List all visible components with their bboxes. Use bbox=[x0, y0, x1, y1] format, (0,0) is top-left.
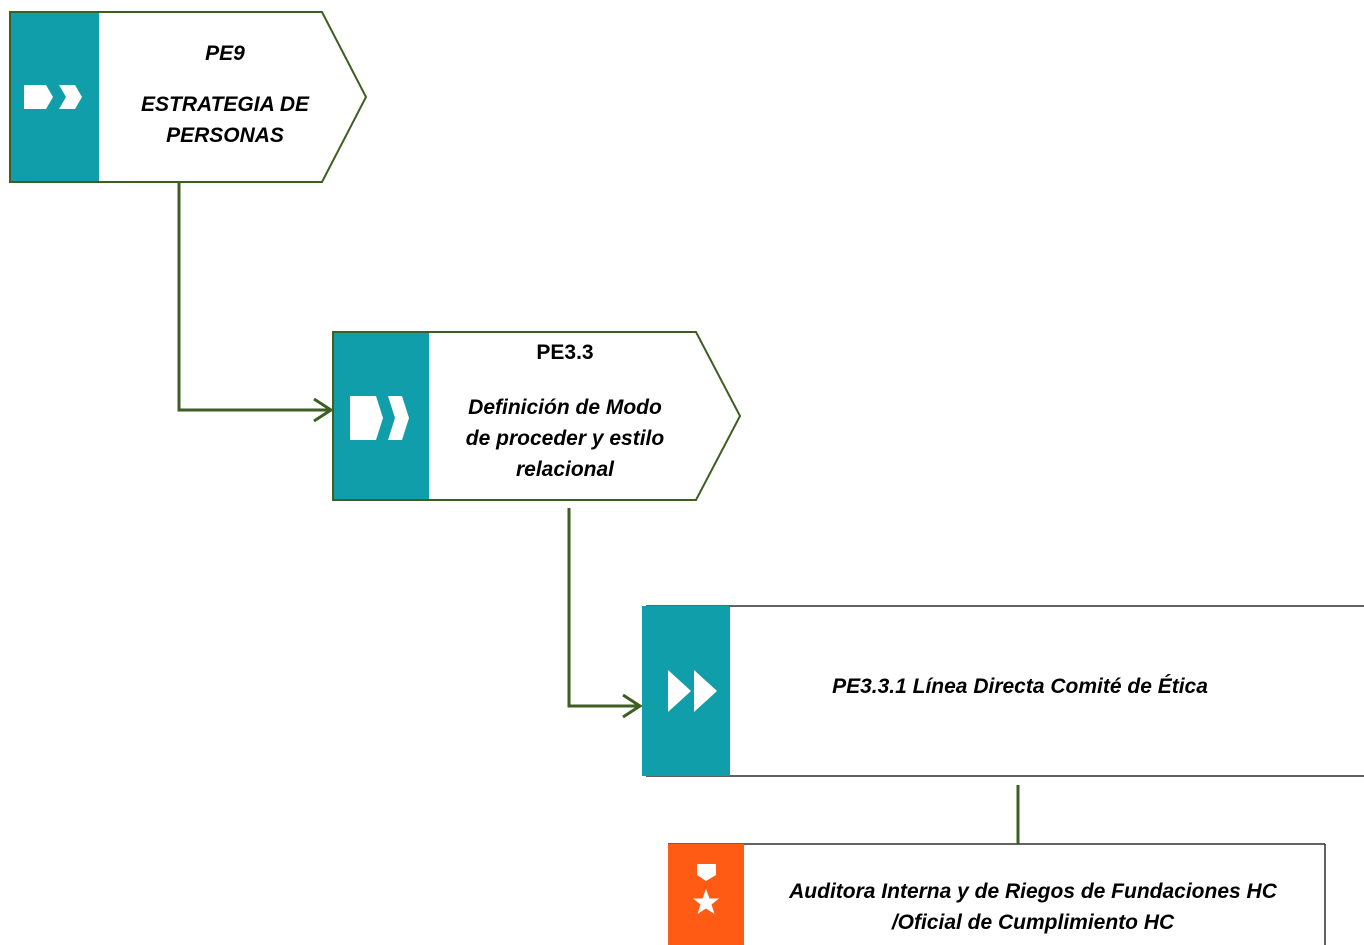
role-node[interactable] bbox=[668, 843, 1326, 945]
pe33-label: PE3.3 Definición de Modo de proceder y e… bbox=[440, 337, 690, 485]
process-node-pe9[interactable] bbox=[9, 11, 368, 183]
pe9-title-line1: ESTRATEGIA DE bbox=[140, 93, 309, 116]
process-node-pe331[interactable] bbox=[642, 605, 1364, 777]
pe33-code: PE3.3 bbox=[536, 341, 594, 364]
pe9-code: PE9 bbox=[205, 42, 245, 65]
star-badge-icon bbox=[693, 864, 719, 914]
connector-pe9-to-pe33 bbox=[177, 183, 334, 423]
arrow-head bbox=[313, 397, 334, 423]
pe9-label: PE9 ESTRATEGIA DE PERSONAS bbox=[110, 38, 340, 151]
pe33-title-line2: de proceder y estilo bbox=[465, 427, 665, 450]
pe33-title-line1: Definición de Modo bbox=[468, 396, 662, 419]
role-title-line1: Auditora Interna y de Riegos de Fundacio… bbox=[789, 880, 1277, 903]
spacer bbox=[440, 368, 690, 392]
process-node-pe33[interactable] bbox=[332, 331, 742, 501]
pe331-title: PE3.3.1 Línea Directa Comité de Ética bbox=[832, 675, 1208, 698]
pe331-label: PE3.3.1 Línea Directa Comité de Ética bbox=[760, 671, 1280, 702]
double-chevron-icon bbox=[350, 396, 409, 440]
arrow-head bbox=[622, 693, 643, 719]
double-chevron-icon bbox=[24, 85, 82, 109]
pe33-title-line3: relacional bbox=[515, 458, 615, 481]
spacer bbox=[110, 69, 340, 89]
connector-pe33-to-pe331 bbox=[567, 508, 643, 719]
play-forward-icon bbox=[668, 670, 717, 712]
pe33-chevron-body bbox=[332, 331, 742, 501]
role-label: Auditora Interna y de Riegos de Fundacio… bbox=[748, 876, 1318, 938]
pe9-title-line2: PERSONAS bbox=[166, 124, 284, 147]
role-title-line2: /Oficial de Cumplimiento HC bbox=[891, 911, 1175, 934]
